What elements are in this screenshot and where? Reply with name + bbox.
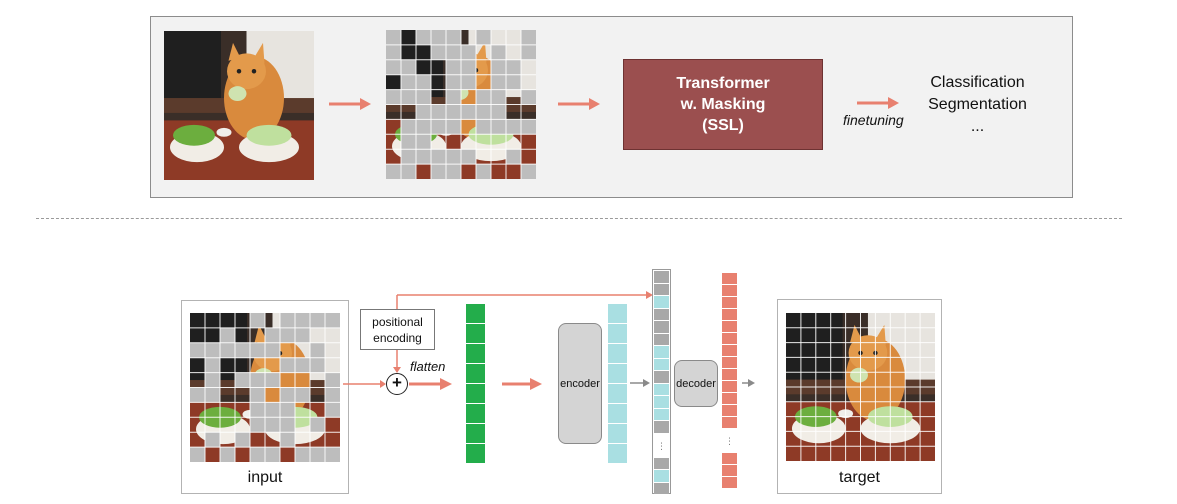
- token-cell: [722, 405, 737, 416]
- arrow-icon: [857, 97, 899, 109]
- transformer-label-line2: w. Masking: [680, 96, 766, 113]
- token-cell: [654, 358, 669, 370]
- task-more: ...: [970, 118, 985, 135]
- token-cell: [654, 371, 669, 383]
- token-ellipsis: ⋮: [657, 440, 666, 451]
- token-cell: [654, 421, 669, 433]
- token-cell: [466, 344, 485, 363]
- token-cell: [722, 465, 737, 476]
- input-caption: input: [247, 469, 283, 486]
- token-cell: [722, 357, 737, 368]
- token-cell: [722, 321, 737, 332]
- token-cell: [654, 283, 669, 295]
- token-cell: [654, 296, 669, 308]
- decoder-block: decoder: [674, 360, 718, 407]
- transformer-masking-box: Transformer w. Masking (SSL): [623, 59, 823, 150]
- token-cell: [722, 453, 737, 464]
- positional-encoding-line2: encoding: [373, 330, 422, 345]
- token-cell: [466, 364, 485, 383]
- token-cell: [722, 345, 737, 356]
- token-cell: [466, 424, 485, 443]
- token-cell: [466, 384, 485, 403]
- encoder-block: encoder: [558, 323, 602, 444]
- task-segmentation: Segmentation: [928, 96, 1027, 113]
- cat-photo-masked: [386, 30, 536, 179]
- token-cell: [654, 308, 669, 320]
- task-classification: Classification: [930, 74, 1025, 91]
- downstream-tasks: Classification Segmentation ...: [905, 72, 1050, 138]
- transformer-label-line1: Transformer: [676, 75, 770, 92]
- token-cell: [654, 457, 669, 469]
- token-cell: [654, 346, 669, 358]
- token-cell: [608, 424, 627, 443]
- token-cell: [722, 393, 737, 404]
- positional-encoding-line1: positional: [372, 314, 423, 329]
- token-cell: [654, 383, 669, 395]
- token-cell: [722, 381, 737, 392]
- token-cell: [466, 304, 485, 323]
- token-cell: [654, 482, 669, 494]
- token-cell: [608, 364, 627, 383]
- token-cell: [466, 444, 485, 463]
- token-cell: [722, 285, 737, 296]
- token-cell: [466, 324, 485, 343]
- section-divider: [36, 218, 1122, 219]
- arrow-icon: [558, 98, 600, 110]
- positional-encoding-box: positional encoding: [360, 309, 435, 350]
- cat-photo-original: [164, 31, 314, 180]
- finetuning-label: finetuning: [843, 112, 904, 128]
- token-cell: [608, 304, 627, 323]
- token-cell: [466, 404, 485, 423]
- token-cell: [654, 396, 669, 408]
- token-cell: [608, 444, 627, 463]
- input-masked-image: [190, 313, 340, 462]
- plus-icon: +: [386, 373, 408, 395]
- transformer-label-line3: (SSL): [702, 117, 744, 134]
- token-cell: [608, 404, 627, 423]
- token-cell: [722, 369, 737, 380]
- token-cell: [608, 324, 627, 343]
- target-image: [786, 313, 935, 461]
- token-cell: [654, 271, 669, 283]
- token-cell: [722, 273, 737, 284]
- token-cell: [722, 477, 737, 488]
- token-cell: [654, 333, 669, 345]
- token-cell: [722, 309, 737, 320]
- target-caption: target: [839, 469, 880, 486]
- token-cell: [608, 344, 627, 363]
- encoder-label: encoder: [560, 377, 600, 390]
- token-cell: [654, 321, 669, 333]
- arrow-icon: [329, 98, 371, 110]
- token-cell: [722, 333, 737, 344]
- token-ellipsis: ⋮: [725, 436, 734, 446]
- token-cell: [722, 297, 737, 308]
- token-cell: [654, 408, 669, 420]
- token-cell: [654, 470, 669, 482]
- token-cell: [608, 384, 627, 403]
- decoder-label: decoder: [676, 377, 716, 390]
- flatten-label: flatten: [410, 359, 446, 374]
- token-cell: [722, 417, 737, 428]
